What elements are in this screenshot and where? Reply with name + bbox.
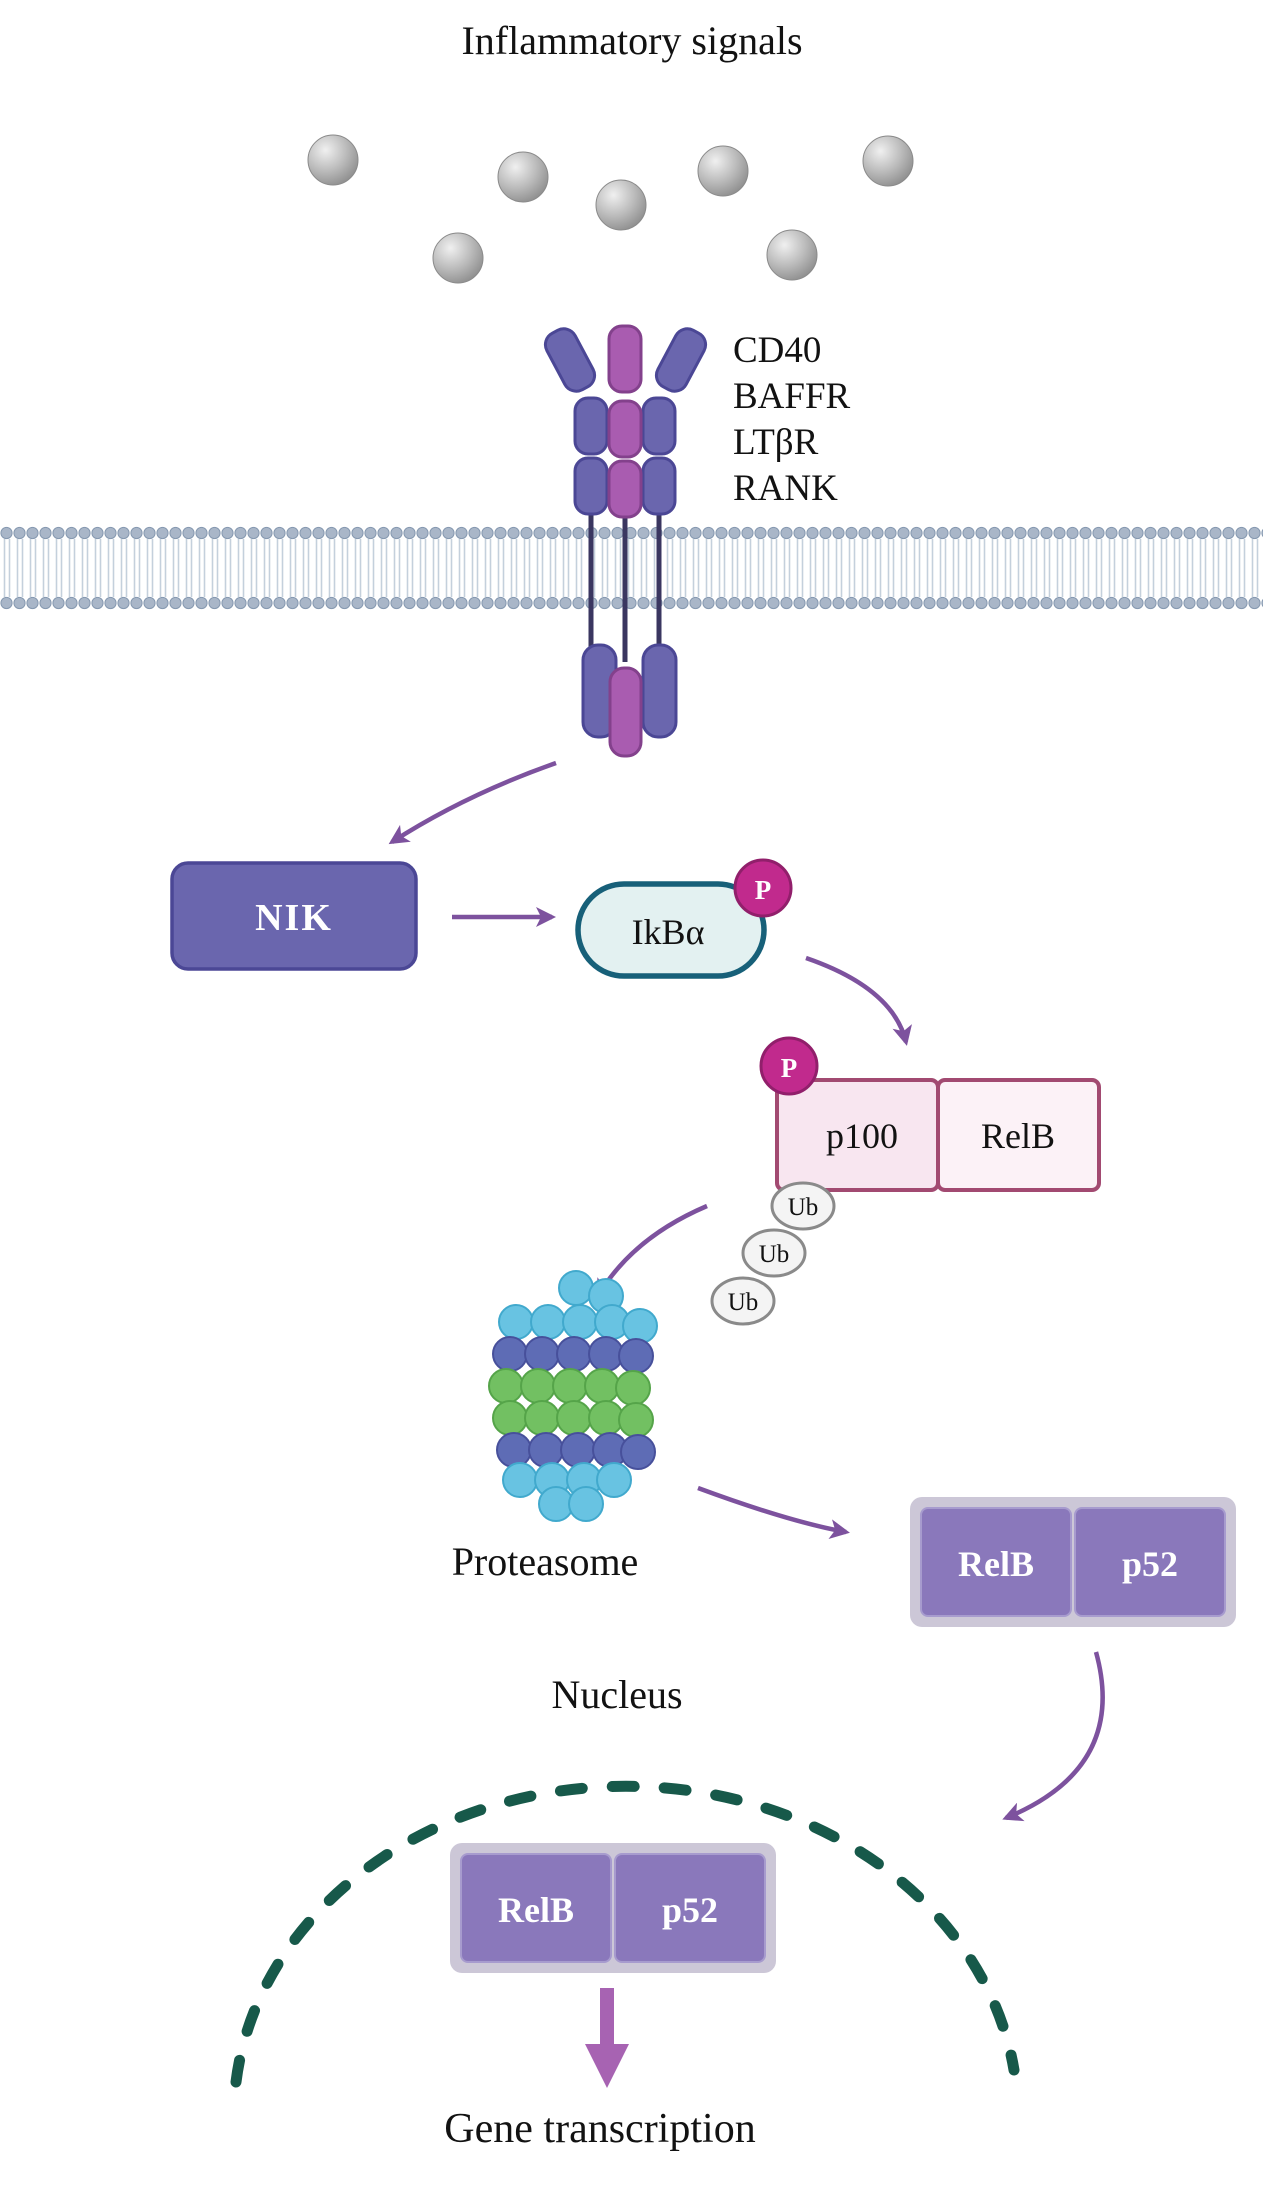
proteasome-subunit — [568, 1486, 604, 1522]
receptor-label-baffr: BAFFR — [733, 376, 851, 417]
arrow-relb-p52-to-nucleus — [1002, 1651, 1105, 1822]
proteasome-subunit — [502, 1462, 538, 1498]
ubiquitin-badge — [741, 1228, 807, 1278]
nik-box — [170, 861, 418, 971]
arrow-receptor-to-nik — [388, 760, 557, 845]
proteasome-subunit — [618, 1338, 654, 1374]
receptor-domain — [641, 396, 677, 456]
signal-sphere — [497, 151, 549, 203]
arrow-ikba-to-p100 — [805, 955, 912, 1046]
receptor-domain — [607, 399, 643, 459]
nik-label: NIK — [255, 897, 333, 939]
proteasome-subunit — [492, 1400, 528, 1436]
ubiquitin-label: Ub — [728, 1289, 759, 1316]
relb-box — [936, 1078, 1101, 1192]
phosphate-badge — [759, 1036, 819, 1096]
receptor-label-rank: RANK — [733, 468, 838, 509]
receptor-domain — [654, 327, 708, 393]
receptor-domain — [641, 643, 678, 739]
proteasome-subunit — [552, 1368, 588, 1404]
proteasome-subunit — [584, 1368, 620, 1404]
ubiquitin-label: Ub — [788, 1194, 819, 1221]
proteasome-subunit — [556, 1400, 592, 1436]
proteasome — [488, 1270, 658, 1522]
receptor-domain — [573, 456, 609, 516]
receptor-domain — [543, 327, 597, 393]
proteasome-subunit — [620, 1434, 656, 1470]
proteasome-subunit — [524, 1336, 560, 1372]
proteasome-subunit — [498, 1304, 534, 1340]
proteasome-subunit — [615, 1370, 651, 1406]
proteasome-subunit — [560, 1432, 596, 1468]
signal-sphere — [697, 145, 749, 197]
p100-relb-complex: p100 RelB P Ub Ub Ub — [710, 1036, 1101, 1326]
ikba-pill — [575, 881, 767, 979]
relb-p52-complex-nucleus: RelB p52 — [450, 1843, 776, 1973]
signal-particles — [307, 134, 914, 284]
relb-label: RelB — [981, 1116, 1055, 1156]
relb-box — [460, 1853, 612, 1963]
p52-box — [614, 1853, 766, 1963]
proteasome-subunit — [524, 1400, 560, 1436]
receptor-label-cd40: CD40 — [733, 330, 821, 371]
proteasome-subunit — [492, 1336, 528, 1372]
signal-sphere — [595, 179, 647, 231]
gene-transcription-arrow — [585, 1988, 629, 2088]
receptor-domain — [607, 324, 643, 394]
proteasome-subunit — [530, 1304, 566, 1340]
signal-sphere — [766, 229, 818, 281]
phosphate-label: P — [755, 875, 772, 905]
proteasome-subunit — [558, 1270, 594, 1306]
nucleus-label: Nucleus — [551, 1672, 682, 1717]
proteasome-subunit — [528, 1432, 564, 1468]
proteasome-subunit — [538, 1486, 574, 1522]
receptor-complex — [543, 324, 708, 758]
signal-sphere — [307, 134, 359, 186]
diagram-title: Inflammatory signals — [461, 18, 802, 63]
relb-box — [920, 1507, 1072, 1617]
ubiquitin-badge — [770, 1181, 836, 1231]
cell-membrane — [0, 525, 1263, 611]
p52-label: p52 — [1122, 1544, 1178, 1584]
gene-arrow-head — [585, 2044, 629, 2088]
signal-sphere — [432, 232, 484, 284]
receptor-domain — [573, 396, 609, 456]
nuclear-membrane — [230, 1780, 1020, 2088]
receptor-label-ltbr: LTβR — [733, 422, 819, 463]
signal-sphere — [862, 135, 914, 187]
proteasome-subunit — [596, 1462, 632, 1498]
proteasome-subunit — [562, 1304, 598, 1340]
p52-label: p52 — [662, 1890, 718, 1930]
relb-p52-complex-cytoplasm: RelB p52 — [910, 1497, 1236, 1627]
arrow-proteasome-to-relb-p52 — [697, 1485, 850, 1540]
nik-node: NIK — [170, 861, 418, 971]
proteasome-subunit — [556, 1336, 592, 1372]
ikba-label: IkBα — [632, 912, 705, 952]
receptor-domain — [608, 666, 643, 758]
proteasome-subunit — [618, 1402, 654, 1438]
phosphate-label: P — [781, 1053, 798, 1083]
proteasome-label: Proteasome — [452, 1539, 639, 1584]
proteasome-subunit — [588, 1336, 624, 1372]
proteasome-subunit — [622, 1308, 658, 1344]
proteasome-subunit — [488, 1368, 524, 1404]
ikba-node: IkBα P — [575, 858, 793, 979]
gene-transcription-label: Gene transcription — [444, 2106, 755, 2152]
relb-label: RelB — [958, 1544, 1034, 1584]
receptor-domain — [641, 456, 677, 516]
receptor-domain — [607, 459, 643, 519]
relb-label: RelB — [498, 1890, 574, 1930]
receptor-labels: CD40 BAFFR LTβR RANK — [733, 330, 851, 509]
ubiquitin-badge — [710, 1276, 776, 1326]
proteasome-subunit — [588, 1400, 624, 1436]
proteasome-subunit — [520, 1368, 556, 1404]
ubiquitin-label: Ub — [759, 1241, 790, 1268]
proteasome-subunit — [496, 1432, 532, 1468]
p100-label: p100 — [826, 1116, 898, 1156]
phosphate-badge — [733, 858, 793, 918]
p52-box — [1074, 1507, 1226, 1617]
